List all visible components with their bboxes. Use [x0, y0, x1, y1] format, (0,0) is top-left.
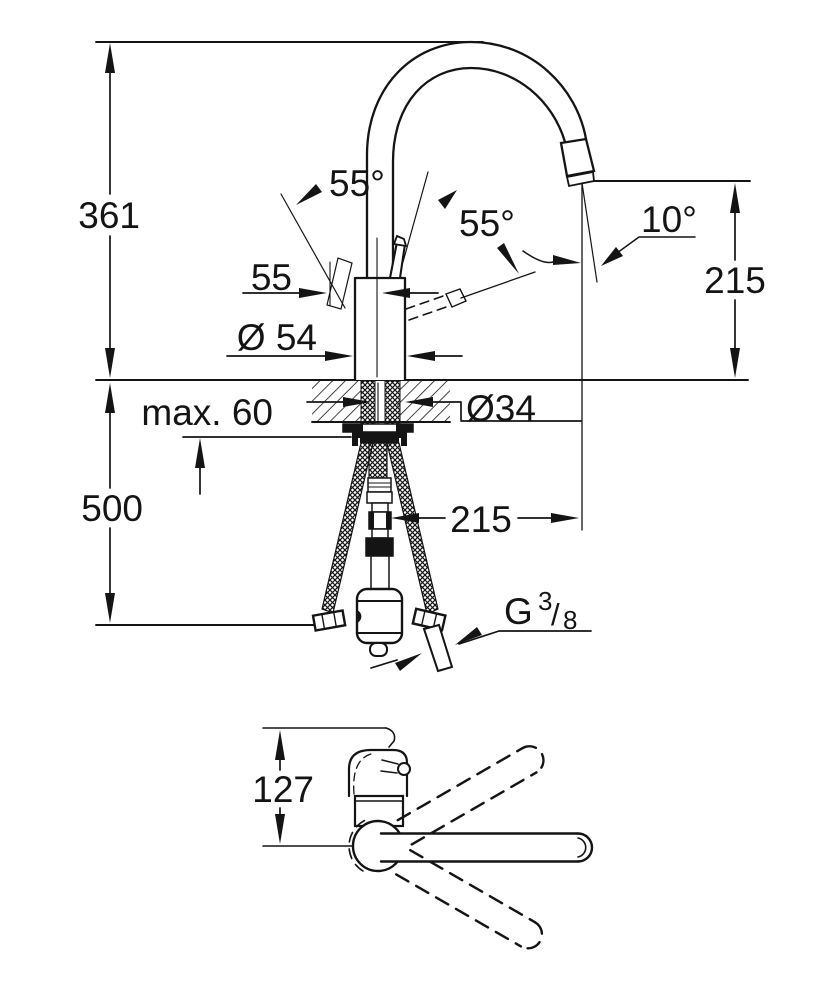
arrow-icon: [455, 627, 482, 645]
dim-swivel-angle-label: 55°: [459, 203, 515, 244]
arrow-icon: [438, 190, 457, 209]
dim-hole-diameter-label: Ø34: [466, 388, 536, 429]
dim-spout-reach: [391, 183, 583, 531]
top-view: 127: [252, 727, 594, 950]
thread-label-slash: /: [551, 597, 560, 632]
arrow-left-icon: [382, 288, 410, 298]
thread-label-prefix: G: [504, 591, 533, 632]
spout-inner-curve: [391, 66, 567, 280]
thread-label-denominator: 8: [563, 605, 577, 635]
arrow-up-icon: [105, 383, 115, 413]
top-view-reference-lines: [262, 727, 396, 847]
arrow-right-icon: [299, 288, 327, 298]
arrow-icon: [296, 184, 322, 205]
arrow-down-icon: [105, 593, 115, 623]
dim-handle-angle-label: 55°: [329, 163, 385, 204]
handle-hidden-edge: [353, 752, 376, 795]
dim-spout-height: [730, 183, 740, 378]
dim-overall-height-label: 361: [78, 195, 140, 236]
arrow-left-icon: [407, 351, 435, 361]
dim-hole-diameter: [306, 397, 582, 422]
arrow-up-icon: [275, 730, 285, 760]
dim-deck-thickness-label: max. 60: [141, 392, 273, 433]
spout-arm-swivel-up: [396, 745, 545, 846]
arrow-down-icon: [730, 348, 740, 378]
arrow-up-icon: [195, 438, 205, 468]
pullout-hose: [368, 442, 388, 479]
dim-aerator-angle: [581, 182, 696, 283]
supply-hose-left: [321, 442, 374, 614]
pullout-connector-stack: [365, 477, 394, 590]
dim-handle-depth: [275, 730, 285, 844]
dim-body-diameter: [226, 351, 463, 361]
lever-knob: [397, 762, 411, 776]
reference-lines: [95, 41, 751, 626]
hose-weight: [355, 587, 404, 657]
arrow-right-icon: [325, 351, 353, 361]
mounting-nut: [352, 432, 407, 438]
dim-spout-reach-label: 215: [450, 499, 512, 540]
dim-handle-offset-label: 55: [251, 257, 292, 298]
aerator-angle-line: [581, 182, 598, 283]
supply-hose-right: [386, 442, 439, 615]
lever-ghost-down-cap: [445, 288, 467, 308]
arrow-down-icon: [105, 348, 115, 378]
aerator-cap: [565, 170, 595, 188]
dim-body-diameter-label: Ø 54: [237, 317, 317, 358]
dim-overall-height: [105, 43, 115, 378]
spout-arm-swivel-down: [395, 848, 544, 950]
hose-thread-tube: [422, 623, 454, 673]
thread-label-numerator: 3: [538, 586, 552, 616]
arrow-right-icon: [553, 255, 581, 265]
dim-swivel-angle: [460, 243, 581, 299]
base-hidden-edge: [348, 818, 369, 872]
arrow-icon: [601, 247, 623, 266]
arrow-left-icon: [405, 397, 433, 407]
under-counter-assembly: [311, 380, 454, 673]
arrow-left-icon: [391, 513, 419, 523]
side-view: 361 500 215 max. 60 55: [78, 40, 766, 673]
spout-arm: [379, 832, 594, 863]
arrow-up-icon: [730, 183, 740, 213]
dim-spout-height-label: 215: [704, 260, 766, 301]
reference-hook: [385, 727, 396, 748]
dim-handle-offset: [242, 261, 439, 307]
lever-ghost-forward: [326, 257, 353, 310]
dim-handle-depth-label: 127: [252, 769, 314, 810]
aerator: [559, 137, 596, 178]
arrow-up-icon: [105, 43, 115, 73]
dim-hose-length: [105, 383, 115, 623]
arrow-right-icon: [343, 397, 371, 407]
arrow-icon: [395, 653, 422, 671]
thread-callout: [370, 627, 592, 671]
hose-fitting-left: [311, 609, 347, 632]
arrow-down-icon: [275, 814, 285, 844]
arrow-icon: [497, 243, 519, 274]
dim-deck-thickness: [182, 436, 352, 495]
dim-hose-length-label: 500: [81, 488, 143, 529]
spout-outer-curve: [365, 40, 588, 280]
dim-handle-angle: [280, 171, 457, 309]
handle-top-view: [347, 748, 409, 798]
faucet-top-view: [347, 745, 594, 950]
lever-handle-cap: [392, 234, 408, 248]
dim-aerator-angle-label: 10°: [641, 199, 697, 240]
lever-ghost-down-dashed: [405, 294, 450, 321]
arrow-right-icon: [551, 513, 579, 523]
